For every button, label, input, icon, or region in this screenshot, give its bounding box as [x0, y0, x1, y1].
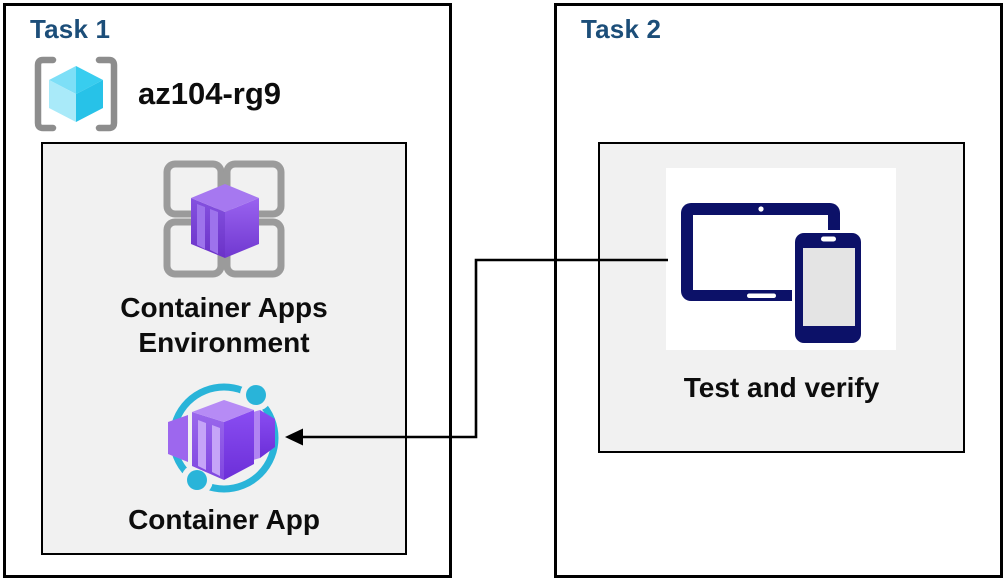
task2-panel: Test and verify [598, 142, 965, 453]
resource-group: az104-rg9 [30, 54, 281, 134]
resource-group-name: az104-rg9 [138, 76, 282, 111]
resource-group-icon [34, 56, 118, 132]
task2-title: Task 2 [581, 14, 662, 44]
task2-box: Task 2 Test and verify [554, 3, 1003, 578]
task1-panel: Container Apps Environment [41, 142, 407, 555]
container-apps-environment-label: Container Apps Environment [120, 292, 328, 358]
container-app-icon [168, 379, 279, 496]
task1-title: Task 1 [30, 14, 111, 44]
test-and-verify-label: Test and verify [683, 372, 880, 403]
task1-box: Task 1 az104-rg9 [3, 3, 452, 578]
devices-icon-background [666, 168, 896, 350]
container-app-label: Container App [128, 504, 320, 535]
devices-icon [681, 203, 864, 346]
container-apps-environment-icon [163, 160, 285, 278]
